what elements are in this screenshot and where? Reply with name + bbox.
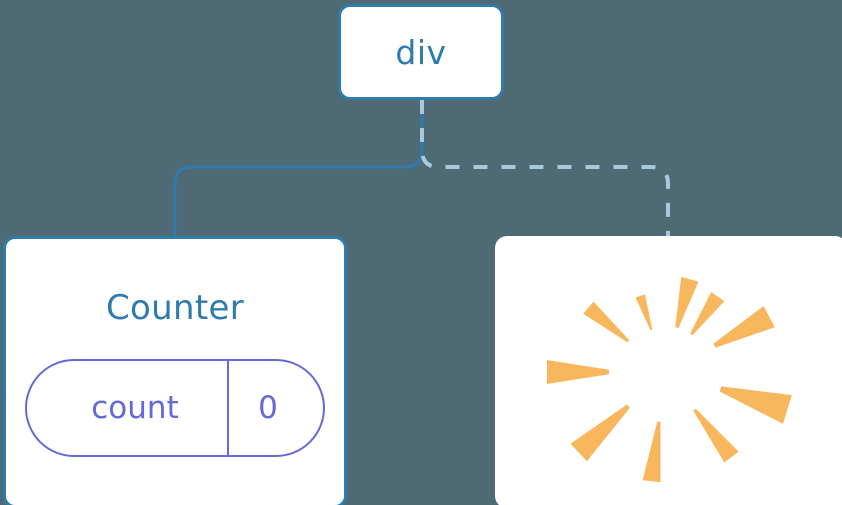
state-key-label: count bbox=[91, 390, 179, 426]
sparkle-ray-2 bbox=[583, 301, 630, 343]
state-value-label: 0 bbox=[258, 390, 278, 426]
sparkle-ray-5 bbox=[642, 421, 661, 483]
div-node[interactable]: div bbox=[338, 4, 504, 100]
sparkle-ray-9 bbox=[690, 292, 725, 336]
sparkle-burst-icon bbox=[547, 276, 792, 483]
state-pill-divider bbox=[227, 361, 229, 455]
counter-node[interactable]: Counter count 0 bbox=[3, 236, 347, 505]
sparkle-ray-4 bbox=[570, 404, 630, 462]
sparkle-node[interactable] bbox=[495, 236, 842, 505]
counter-node-label: Counter bbox=[106, 288, 244, 328]
edge-div-to-counter bbox=[173, 98, 424, 242]
edge-div-to-sparkle bbox=[420, 100, 670, 240]
sparkle-ray-6 bbox=[693, 408, 739, 463]
sparkle-ray-0 bbox=[675, 276, 699, 328]
state-pill[interactable]: count 0 bbox=[25, 359, 325, 457]
sparkle-ray-3 bbox=[547, 360, 609, 384]
sparkle-ray-8 bbox=[713, 306, 775, 348]
div-node-label: div bbox=[395, 32, 447, 72]
sparkle-ray-1 bbox=[635, 294, 653, 331]
sparkle-ray-7 bbox=[719, 386, 792, 424]
